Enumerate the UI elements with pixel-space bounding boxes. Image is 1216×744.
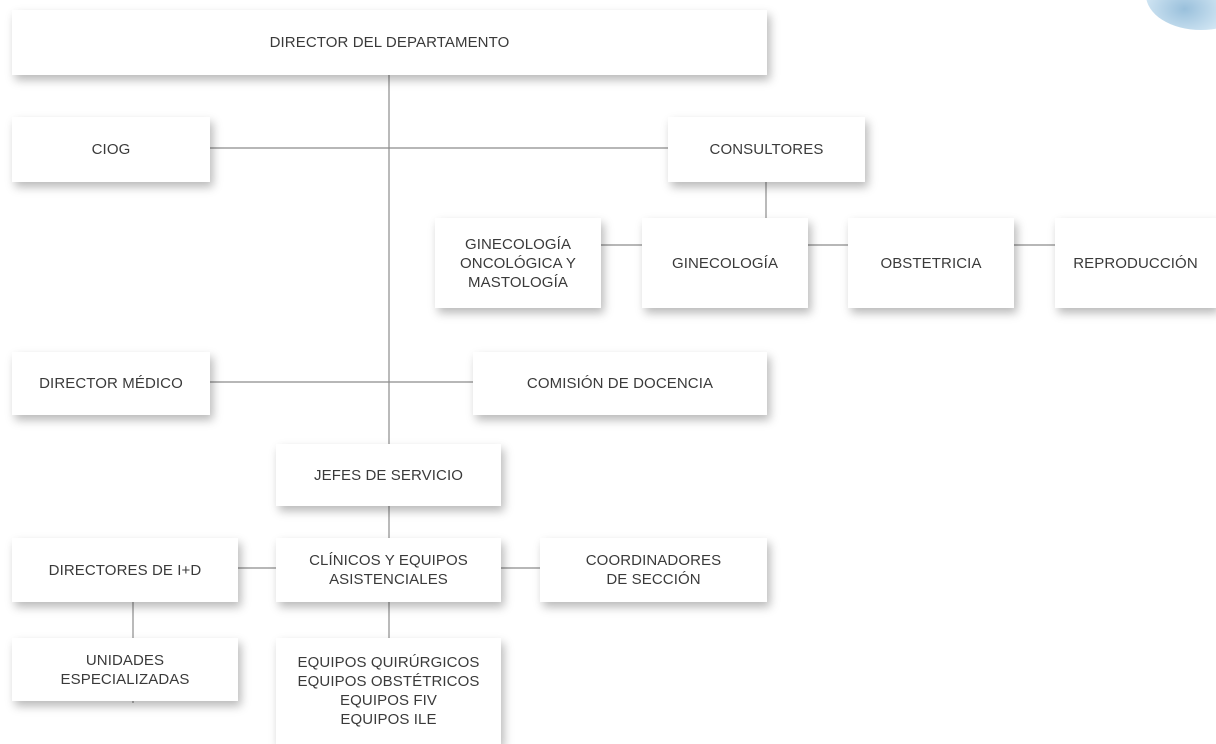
coordinadores-de-seccion-box: COORDINADORES DE SECCIÓN [540, 538, 767, 602]
reproduccion-box: REPRODUCCIÓN [1055, 218, 1216, 308]
clinicos-y-equipos-box: CLÍNICOS Y EQUIPOS ASISTENCIALES [276, 538, 501, 602]
directores-de-id-box: DIRECTORES DE I+D [12, 538, 238, 602]
director-del-departamento-box: DIRECTOR DEL DEPARTAMENTO [12, 10, 767, 75]
ginecologia-box: GINECOLOGÍA [642, 218, 808, 308]
equipos-box: EQUIPOS QUIRÚRGICOS EQUIPOS OBSTÉTRICOS … [276, 638, 501, 744]
consultores-box: CONSULTORES [668, 117, 865, 182]
jefes-de-servicio-box: JEFES DE SERVICIO [276, 444, 501, 506]
director-medico-box: DIRECTOR MÉDICO [12, 352, 210, 415]
unidades-especializadas-box: UNIDADES ESPECIALIZADAS [12, 638, 238, 701]
ginecologia-oncologica-box: GINECOLOGÍA ONCOLÓGICA Y MASTOLOGÍA [435, 218, 601, 308]
ciog-box: CIOG [12, 117, 210, 182]
comision-de-docencia-box: COMISIÓN DE DOCENCIA [473, 352, 767, 415]
obstetricia-box: OBSTETRICIA [848, 218, 1014, 308]
